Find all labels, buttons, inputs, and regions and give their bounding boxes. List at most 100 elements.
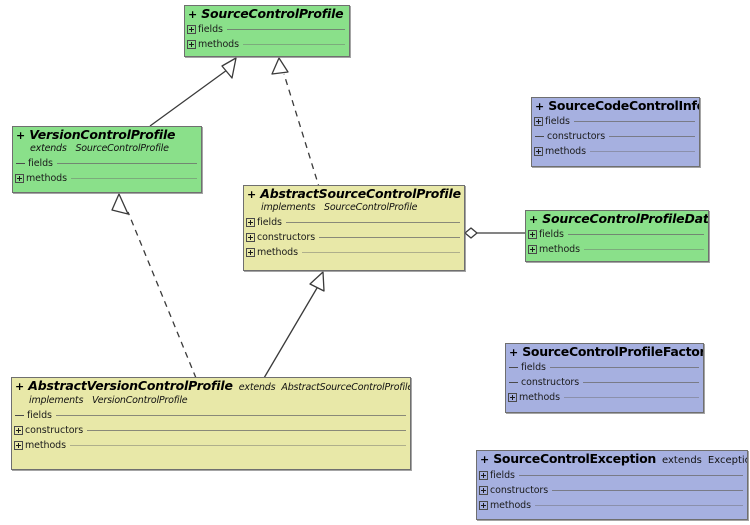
- section-rule: [534, 505, 743, 506]
- implements-target: SourceControlProfile: [324, 202, 418, 213]
- expand-icon[interactable]: [534, 117, 543, 126]
- section-methods[interactable]: methods: [12, 438, 410, 453]
- section-rule: [226, 29, 345, 30]
- class-implements-line: implements SourceControlProfile: [244, 202, 464, 215]
- expand-icon[interactable]: [246, 248, 255, 257]
- section-rule: [567, 234, 704, 235]
- expand-icon[interactable]: [14, 441, 23, 450]
- class-box-sourcecontrolprofilefactory[interactable]: + SourceControlProfileFactory fields con…: [505, 343, 704, 413]
- class-name: AbstractVersionControlProfile: [28, 378, 233, 393]
- section-fields[interactable]: fields: [477, 468, 747, 483]
- section-label: fields: [257, 217, 282, 228]
- visibility-marker: +: [509, 346, 519, 359]
- section-label: methods: [519, 392, 560, 403]
- section-constructors[interactable]: constructors: [244, 230, 464, 245]
- class-name: SourceControlProfile: [201, 6, 344, 21]
- section-fields[interactable]: fields: [244, 215, 464, 230]
- section-rule: [56, 163, 197, 164]
- extends-target: Exception: [707, 455, 747, 466]
- expand-icon[interactable]: [479, 501, 488, 510]
- expand-icon[interactable]: [508, 393, 517, 402]
- collapsed-icon[interactable]: [509, 382, 518, 383]
- class-name: VersionControlProfile: [29, 127, 176, 142]
- section-label: constructors: [25, 425, 84, 436]
- expand-icon[interactable]: [528, 230, 537, 239]
- section-rule: [319, 237, 460, 238]
- visibility-marker: +: [188, 8, 198, 21]
- section-label: methods: [26, 173, 67, 184]
- extends-keyword: extends: [30, 143, 67, 154]
- implements-keyword: implements: [29, 395, 84, 406]
- expand-icon[interactable]: [187, 25, 196, 34]
- section-label: methods: [490, 500, 531, 511]
- section-rule: [518, 475, 743, 476]
- section-label: fields: [198, 24, 223, 35]
- section-fields[interactable]: fields: [13, 156, 201, 171]
- edge-avcp-extends-ascp: [263, 271, 325, 379]
- class-header: + SourceCodeControlInfo: [532, 98, 699, 114]
- class-extends-line: extends SourceControlProfile: [13, 143, 201, 156]
- class-header: + AbstractSourceControlProfile: [244, 186, 464, 202]
- expand-icon[interactable]: [528, 245, 537, 254]
- expand-icon[interactable]: [534, 147, 543, 156]
- edge-vcp-extends-scp: [149, 57, 237, 127]
- class-implements-line: implements VersionControlProfile: [12, 395, 410, 408]
- section-label: fields: [28, 158, 53, 169]
- section-constructors[interactable]: constructors: [477, 483, 747, 498]
- extends-target: AbstractSourceControlProfile: [281, 382, 411, 393]
- implements-keyword: implements: [261, 202, 316, 213]
- section-methods[interactable]: methods: [477, 498, 747, 513]
- class-box-versioncontrolprofile[interactable]: + VersionControlProfile extends SourceCo…: [12, 126, 202, 193]
- section-rule: [301, 252, 460, 253]
- section-rule: [242, 44, 345, 45]
- section-methods[interactable]: methods: [532, 144, 699, 159]
- class-header: + SourceControlException extends Excepti…: [477, 451, 747, 468]
- section-methods[interactable]: methods: [506, 390, 703, 405]
- class-box-sourcecontrolexception[interactable]: + SourceControlException extends Excepti…: [476, 450, 748, 520]
- class-box-abstractversioncontrolprofile[interactable]: + AbstractVersionControlProfile extends …: [11, 377, 411, 470]
- class-box-abstractsourcecontrolprofile[interactable]: + AbstractSourceControlProfile implement…: [243, 185, 465, 271]
- section-fields[interactable]: fields: [12, 408, 410, 423]
- section-fields[interactable]: fields: [532, 114, 699, 129]
- class-header: + SourceControlProfileFactory: [506, 344, 703, 360]
- extends-keyword: extends: [238, 382, 276, 393]
- section-fields[interactable]: fields: [185, 22, 349, 37]
- section-rule: [552, 490, 743, 491]
- visibility-marker: +: [529, 213, 539, 226]
- expand-icon[interactable]: [479, 486, 488, 495]
- expand-icon[interactable]: [187, 40, 196, 49]
- extends-keyword: extends: [662, 455, 702, 466]
- collapsed-icon[interactable]: [509, 367, 518, 368]
- class-box-sourcecontrolprofiledata[interactable]: + SourceControlProfileData fields method…: [525, 210, 709, 262]
- class-name: AbstractSourceControlProfile: [260, 186, 461, 201]
- expand-icon[interactable]: [246, 233, 255, 242]
- collapsed-icon[interactable]: [16, 163, 25, 164]
- section-label: methods: [545, 146, 586, 157]
- section-methods[interactable]: methods: [244, 245, 464, 260]
- section-methods[interactable]: methods: [13, 171, 201, 186]
- section-fields[interactable]: fields: [506, 360, 703, 375]
- section-constructors[interactable]: constructors: [506, 375, 703, 390]
- class-box-sourcecodecontrolinfo[interactable]: + SourceCodeControlInfo fields construct…: [531, 97, 700, 167]
- collapsed-icon[interactable]: [535, 136, 544, 137]
- expand-icon[interactable]: [15, 174, 24, 183]
- section-constructors[interactable]: constructors: [12, 423, 410, 438]
- expand-icon[interactable]: [14, 426, 23, 435]
- section-label: methods: [25, 440, 66, 451]
- class-header: + SourceControlProfileData: [526, 211, 708, 227]
- expand-icon[interactable]: [246, 218, 255, 227]
- section-constructors[interactable]: constructors: [532, 129, 699, 144]
- section-rule: [563, 397, 699, 398]
- section-methods[interactable]: methods: [185, 37, 349, 52]
- class-header: + AbstractVersionControlProfile extends …: [12, 378, 410, 395]
- section-rule: [549, 367, 699, 368]
- section-rule: [583, 249, 704, 250]
- section-fields[interactable]: fields: [526, 227, 708, 242]
- section-label: constructors: [521, 377, 580, 388]
- section-rule: [69, 445, 406, 446]
- expand-icon[interactable]: [479, 471, 488, 480]
- collapsed-icon[interactable]: [15, 415, 24, 416]
- section-methods[interactable]: methods: [526, 242, 708, 257]
- class-box-sourcecontrolprofile[interactable]: + SourceControlProfile fields methods: [184, 5, 350, 57]
- class-name: SourceCodeControlInfo: [548, 98, 700, 113]
